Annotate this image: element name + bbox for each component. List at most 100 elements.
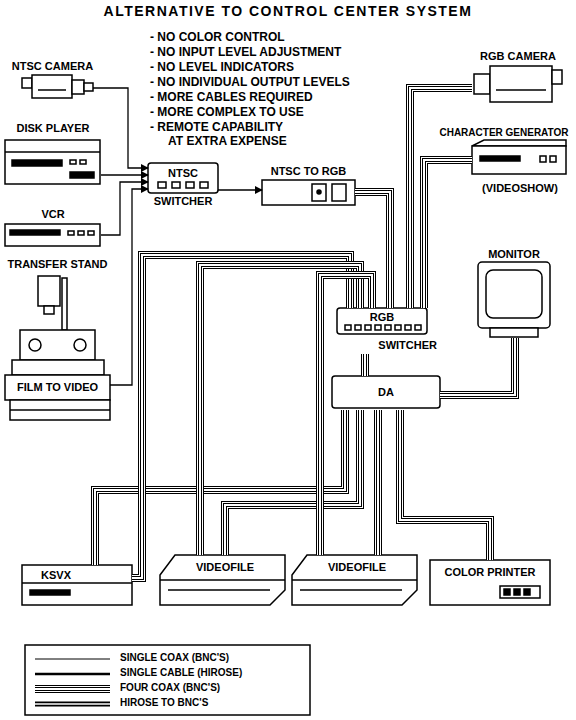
legend-sample-part bbox=[35, 686, 110, 692]
cable-line bbox=[93, 88, 148, 168]
rgb-camera-icon-part bbox=[552, 70, 562, 84]
cable-line bbox=[320, 275, 372, 555]
color-printer-icon-part bbox=[430, 560, 550, 605]
ntsc-switcher-box-part bbox=[200, 182, 208, 188]
ntsc-switcher-box-part bbox=[172, 182, 180, 188]
transfer-stand-icon-part bbox=[10, 400, 110, 420]
device-label: RGB bbox=[337, 311, 427, 324]
vcr-icon bbox=[5, 224, 100, 246]
cable-line bbox=[440, 338, 515, 395]
converter-box-part bbox=[317, 190, 321, 194]
legend-text: HIROSE TO BNC'S bbox=[120, 697, 208, 709]
device-label: SWITCHER bbox=[143, 195, 223, 208]
cable-line bbox=[95, 410, 345, 565]
cable-line bbox=[400, 410, 490, 560]
cable-line bbox=[377, 410, 379, 555]
vcr-icon-part bbox=[88, 231, 94, 235]
device-label: DISK PLAYER bbox=[5, 122, 101, 135]
rgb-switcher-box-part bbox=[405, 325, 411, 330]
device-label: CHARACTER GENERATOR bbox=[438, 127, 570, 139]
device-label: VCR bbox=[5, 208, 101, 221]
cable-connector bbox=[101, 175, 148, 176]
cable-line bbox=[410, 88, 472, 308]
disk-player-icon bbox=[5, 140, 100, 184]
camera-icon-part bbox=[38, 89, 66, 91]
character-generator-icon-part bbox=[472, 146, 566, 174]
device-label: FILM TO VIDEO bbox=[5, 381, 110, 394]
note-text: - MORE CABLES REQUIRED bbox=[150, 90, 313, 104]
cable-line bbox=[424, 160, 472, 308]
legend-sample-part bbox=[35, 659, 110, 660]
cable-line bbox=[320, 275, 372, 555]
device-box: TRANSFER STAND FILM TO VIDEO bbox=[5, 258, 110, 422]
rgb-switcher-box-part bbox=[345, 325, 351, 330]
device-label: TRANSFER STAND bbox=[5, 258, 110, 271]
ntsc-switcher-box-part bbox=[158, 182, 166, 188]
cable-connector bbox=[378, 410, 379, 555]
videofile-icon-part bbox=[300, 589, 402, 591]
color-printer-icon bbox=[430, 560, 550, 605]
note-text: - NO COLOR CONTROL bbox=[150, 30, 285, 44]
device-label: NTSC CAMERA bbox=[6, 60, 99, 73]
cable-connector bbox=[101, 182, 148, 235]
da-box-part bbox=[332, 376, 440, 408]
cable-connector bbox=[218, 190, 262, 191]
device-label: NTSC bbox=[148, 167, 218, 180]
device-label: RGB CAMERA bbox=[472, 50, 564, 63]
device-box: VIDEOFILE bbox=[160, 555, 285, 605]
legend-sample-part bbox=[35, 685, 110, 693]
transfer-stand-icon-part bbox=[20, 330, 95, 360]
cable-connector bbox=[93, 88, 148, 168]
cable-line bbox=[410, 88, 472, 308]
videofile-icon-part bbox=[160, 579, 285, 581]
device-label: VIDEOFILE bbox=[170, 561, 280, 574]
note-text: - REMOTE CAPABILITY AT EXTRA EXPENSE bbox=[150, 120, 294, 149]
device-box: NTSC TO RGB bbox=[262, 165, 355, 207]
disk-player-icon-part bbox=[70, 172, 94, 178]
ntsc-switcher-box-part bbox=[148, 163, 218, 193]
cable-connector bbox=[320, 275, 372, 555]
color-printer-icon-part bbox=[524, 589, 530, 595]
cable-line bbox=[200, 265, 360, 555]
cable-line bbox=[225, 410, 360, 555]
device-box: NTSC CAMERA bbox=[12, 60, 93, 102]
legend-box bbox=[25, 645, 310, 715]
rgb-camera-icon-part bbox=[474, 74, 490, 94]
cable-connector bbox=[400, 410, 490, 560]
disk-player-icon-part bbox=[80, 160, 86, 164]
cable-connector bbox=[225, 410, 360, 555]
camera-icon-part bbox=[22, 78, 32, 88]
character-generator-icon-part bbox=[540, 156, 546, 162]
legend-sample-part bbox=[35, 688, 110, 690]
cable-connector bbox=[200, 265, 360, 555]
note-text: - NO LEVEL INDICATORS bbox=[150, 60, 294, 74]
rgb-switcher-box-part bbox=[385, 325, 391, 330]
cable-line bbox=[225, 410, 360, 555]
cable-line bbox=[375, 410, 381, 555]
device-label: DA bbox=[332, 386, 440, 399]
device-box: DISK PLAYER bbox=[5, 122, 101, 186]
device-box: VCR bbox=[5, 208, 101, 248]
transfer-stand-icon-part bbox=[29, 339, 41, 351]
videofile-icon-part bbox=[168, 589, 270, 591]
ksvx-icon-part bbox=[30, 590, 70, 595]
ksvx-icon-part bbox=[22, 565, 132, 605]
color-printer-icon-part bbox=[500, 586, 540, 598]
converter-box-part bbox=[262, 180, 355, 205]
device-label: (VIDEOSHOW) bbox=[472, 182, 568, 195]
cable-line bbox=[440, 338, 515, 395]
transfer-stand-icon-part bbox=[38, 276, 60, 306]
character-generator-icon bbox=[472, 140, 566, 174]
cable-line bbox=[363, 354, 367, 376]
rgb-switcher-box bbox=[337, 308, 427, 334]
vcr-icon-part bbox=[10, 230, 60, 235]
cable-line bbox=[400, 410, 490, 560]
legend-sample bbox=[35, 659, 110, 704]
cable-line bbox=[376, 410, 380, 555]
legend-sample-part bbox=[35, 702, 110, 707]
device-label: COLOR PRINTER bbox=[430, 566, 550, 579]
camera-icon bbox=[22, 75, 93, 98]
disk-player-icon-part bbox=[5, 140, 100, 184]
videofile-icon bbox=[160, 555, 285, 605]
